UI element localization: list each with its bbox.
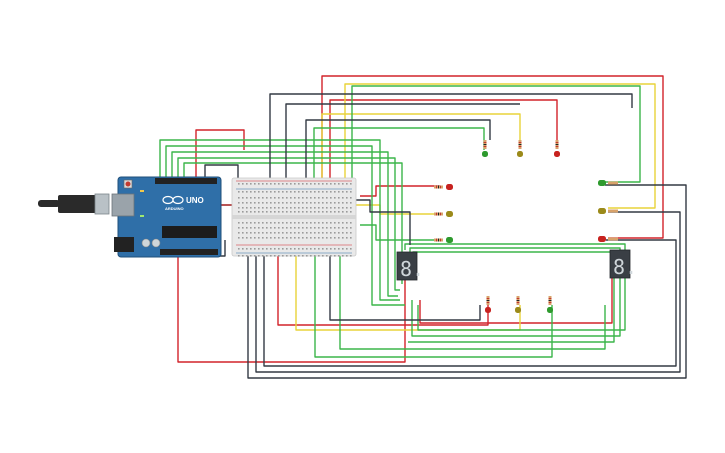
- wire-green[interactable]: [313, 127, 485, 185]
- led-top-3[interactable]: [554, 140, 560, 157]
- wires-layer: [159, 75, 687, 379]
- usb-port: [111, 193, 135, 217]
- wire-green[interactable]: [351, 85, 641, 185]
- wire-black[interactable]: [329, 255, 481, 321]
- wire-green[interactable]: [409, 247, 621, 337]
- led-right-1[interactable]: [598, 180, 618, 186]
- wire-green[interactable]: [314, 252, 553, 358]
- led-right-2[interactable]: [598, 208, 618, 214]
- digital-header: [155, 178, 217, 184]
- display-left-digit: 8.: [400, 257, 424, 281]
- wire-black[interactable]: [285, 103, 520, 185]
- seven-segment-display-left[interactable]: 8.: [396, 251, 424, 281]
- wire-green[interactable]: [360, 224, 440, 241]
- wire-green[interactable]: [177, 157, 400, 291]
- usb-cable: [38, 200, 60, 207]
- wire-yellow[interactable]: [344, 83, 656, 209]
- wire-yellow[interactable]: [295, 190, 521, 331]
- wire-green[interactable]: [339, 252, 606, 350]
- usb-plug: [58, 195, 96, 213]
- capacitor-1: [141, 238, 151, 248]
- led-bottom-3[interactable]: [547, 296, 553, 313]
- board-led-on: [140, 215, 144, 217]
- wire-green[interactable]: [408, 251, 615, 343]
- power-jack: [114, 237, 134, 252]
- led-middle-2[interactable]: [434, 211, 453, 217]
- seven-segment-display-right[interactable]: 8.: [609, 249, 637, 279]
- board-brand-label: ARDUINO: [165, 206, 184, 211]
- led-top-2[interactable]: [517, 140, 523, 157]
- usb-connector: [94, 193, 110, 215]
- arduino-logo: [162, 195, 184, 205]
- arduino-uno-board[interactable]: UNO ARDUINO: [38, 176, 222, 258]
- wire-black[interactable]: [255, 211, 681, 373]
- led-middle-3[interactable]: [434, 237, 453, 243]
- wire-black[interactable]: [305, 119, 491, 185]
- wire-green[interactable]: [159, 139, 400, 301]
- wire-black[interactable]: [330, 199, 411, 245]
- atmega-chip: [162, 226, 217, 238]
- board-led-l: [140, 190, 144, 192]
- capacitor-2: [151, 238, 161, 248]
- wire-green[interactable]: [165, 145, 405, 306]
- led-right-3[interactable]: [598, 236, 618, 242]
- led-bottom-1[interactable]: [485, 296, 491, 313]
- breadboard[interactable]: [231, 177, 357, 257]
- wire-red[interactable]: [329, 99, 558, 185]
- board-model-label: UNO: [186, 196, 204, 205]
- display-right-digit: 8.: [613, 255, 637, 279]
- wire-black[interactable]: [247, 184, 687, 379]
- wire-red[interactable]: [360, 185, 440, 197]
- wire-green[interactable]: [183, 162, 403, 284]
- leds-layer: [434, 140, 618, 313]
- led-top-1[interactable]: [482, 140, 488, 157]
- wire-red[interactable]: [177, 255, 406, 363]
- wire-green[interactable]: [171, 151, 398, 297]
- breadboard-channel: [232, 215, 356, 219]
- analog-header: [160, 249, 218, 255]
- led-bottom-2[interactable]: [515, 296, 521, 313]
- wire-red[interactable]: [321, 75, 664, 239]
- wire-green[interactable]: [404, 243, 626, 331]
- wire-red[interactable]: [195, 129, 245, 180]
- led-middle-1[interactable]: [434, 184, 453, 190]
- wire-black[interactable]: [263, 239, 677, 367]
- wire-black[interactable]: [269, 93, 633, 185]
- breadboard-holes: [238, 183, 352, 257]
- wire-red[interactable]: [419, 275, 613, 324]
- reset-button-cap[interactable]: [125, 181, 131, 187]
